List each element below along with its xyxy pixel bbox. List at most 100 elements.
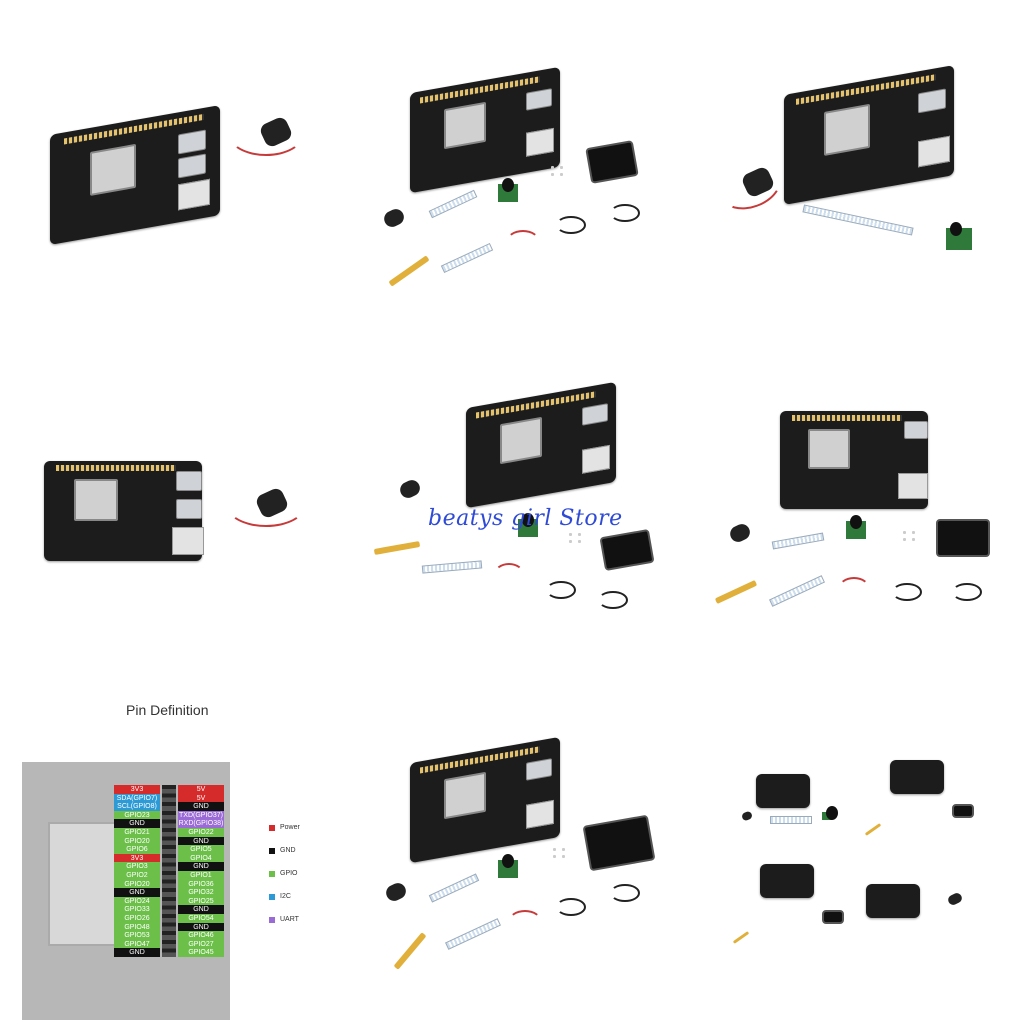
usb-port (176, 471, 202, 491)
lcd-screen (582, 814, 656, 872)
legend-swatch (269, 871, 275, 877)
ribbon-cable (445, 918, 501, 950)
pin-label: 5V (178, 793, 224, 803)
speaker (383, 880, 409, 904)
screws (900, 529, 918, 543)
camera-module (946, 222, 972, 250)
gpio-header (420, 76, 540, 104)
usb-cable (546, 581, 576, 599)
pin-label: GPIO2 (114, 871, 160, 880)
gpio-header (796, 74, 936, 105)
speaker-thumb (740, 810, 754, 822)
pin-definition-title: Pin Definition (126, 702, 209, 718)
esp32-module (444, 101, 486, 150)
pin-label: GPIO4 (178, 853, 224, 863)
ribbon-cable (421, 560, 483, 574)
red-wire (494, 563, 524, 585)
gpio-header (476, 391, 596, 419)
usb-cable (598, 591, 628, 609)
legend-swatch (269, 848, 275, 854)
lcd-screen (936, 519, 990, 557)
gpio-header (420, 746, 540, 774)
pin-label: 5V (178, 785, 224, 794)
pin-label: SCL(GPIO8) (114, 802, 160, 812)
flex-thumb (732, 931, 750, 944)
legend-swatch (269, 894, 275, 900)
speaker-thumb (946, 891, 964, 907)
pin-label: GND (114, 819, 160, 829)
usb-port (904, 421, 928, 439)
screws (550, 846, 568, 860)
store-watermark: beatys girl Store (428, 506, 623, 531)
usb-port (918, 88, 946, 114)
screen-thumb (952, 804, 974, 818)
esp32-module (824, 103, 870, 156)
screws (566, 531, 584, 545)
screen-thumb (822, 910, 844, 924)
camera-module (498, 854, 518, 878)
pin-label: GND (178, 836, 224, 846)
red-wire (508, 910, 542, 934)
pin-label: GPIO24 (114, 896, 160, 906)
ethernet-port (526, 799, 554, 829)
pin-label: GPIO53 (114, 931, 160, 941)
ribbon-cable (769, 575, 825, 607)
pin-label: GPIO54 (178, 914, 224, 923)
ribbon-cable (428, 189, 478, 219)
pin-label: TXD(GPIO37) (178, 810, 224, 820)
pin-label: GPIO5 (178, 845, 224, 855)
legend-label: GPIO (280, 870, 298, 877)
ethernet-port (898, 473, 928, 499)
usb-port (178, 153, 206, 179)
dev-board (410, 66, 560, 194)
dev-board (44, 461, 204, 561)
product-image-board-kit-3 (714, 405, 994, 625)
pin-label: RXD(GPIO38) (178, 819, 224, 829)
ribbon-cable (440, 242, 494, 274)
ethernet-port (582, 444, 610, 474)
esp32-module (90, 143, 136, 196)
gpio-header (792, 415, 902, 421)
legend-swatch (269, 825, 275, 831)
usb-cable (556, 216, 586, 234)
pin-label: GPIO6 (114, 845, 160, 855)
pin-label: GPIO1 (178, 871, 224, 880)
pin-label: GPIO26 (114, 914, 160, 923)
legend-swatch (269, 917, 275, 923)
usb-port (176, 499, 202, 519)
usb-cable (892, 583, 922, 601)
flex-cable (373, 541, 421, 555)
pin-label: GPIO46 (178, 931, 224, 941)
usb-port (526, 88, 552, 111)
flex-cable (714, 579, 758, 605)
product-image-board-kit-2 (370, 381, 660, 635)
pin-label: 3V3 (114, 785, 160, 794)
pin-label: GPIO27 (178, 939, 224, 949)
dev-board (466, 381, 616, 509)
pin-label: GPIO3 (114, 862, 160, 872)
pin-label: GND (178, 905, 224, 915)
screws (548, 164, 566, 178)
ethernet-port (526, 127, 554, 157)
usb-port (526, 758, 552, 781)
speaker-wire (226, 483, 306, 527)
pin-label: GPIO33 (114, 905, 160, 915)
pin-label: GPIO20 (114, 836, 160, 846)
camera-thumb (822, 806, 838, 820)
ethernet-port (172, 527, 204, 555)
esp32-module (444, 771, 486, 820)
pin-label: 3V3 (114, 853, 160, 863)
dev-board (784, 65, 954, 205)
pin-label: GPIO20 (114, 879, 160, 889)
pin-label: GPIO36 (178, 879, 224, 889)
product-image-board-camera (712, 60, 994, 280)
usb-cable (952, 583, 982, 601)
dev-board-thumb (756, 774, 810, 808)
usb-cable (610, 884, 640, 902)
ethernet-port (918, 135, 950, 168)
esp32-module (808, 429, 850, 469)
speaker (397, 477, 423, 501)
pin-label: GND (114, 948, 160, 958)
ribbon-thumb (770, 816, 812, 824)
pin-label: GND (178, 862, 224, 872)
